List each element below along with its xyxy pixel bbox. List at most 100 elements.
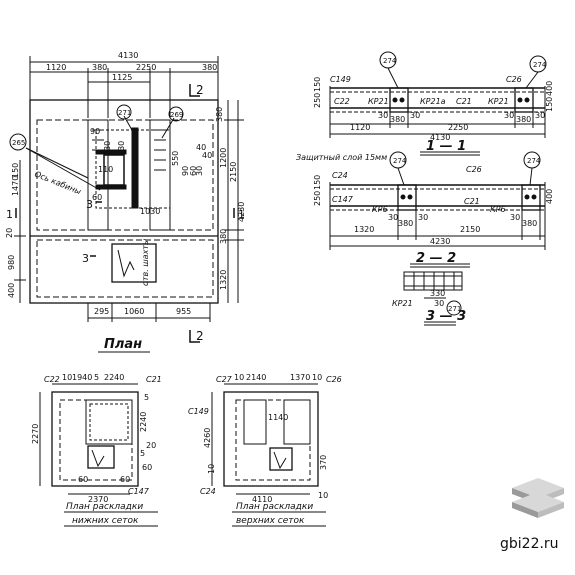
dim-top-3: 2250 (136, 63, 156, 72)
s22-protect-note: Защитный слой 15мм (296, 153, 387, 162)
s11-dim-1120: 1120 (350, 123, 370, 132)
upper-dim-1: 10 (234, 373, 244, 382)
s11-label-c149: С149 (330, 75, 351, 84)
upper-label-c27: С27 (216, 375, 233, 384)
dim-inner-12: 130 (117, 141, 126, 156)
circle-271-label: 271 (118, 109, 131, 117)
lower-plan-title: План раскладки (66, 502, 143, 512)
dim-inner-1: 90 (90, 127, 100, 136)
lower-label-c21: С21 (146, 375, 162, 384)
s33-label-kp21: КР21 (392, 299, 413, 308)
s11-circle-274-b: 274 (533, 61, 547, 69)
s11-dim-30a: 30 (378, 111, 388, 120)
section-1-1-title: 1 — 1 (426, 139, 466, 154)
upper-plan-title: План раскладки (236, 502, 313, 512)
upper-mesh-plan (211, 383, 326, 527)
s22-left-150: 150 (313, 175, 322, 190)
dim-inner-9: 90 (181, 166, 190, 176)
s22-dim-380b: 380 (522, 219, 537, 228)
circle-265-label: 265 (12, 139, 25, 147)
s11-label-c21: С21 (456, 97, 472, 106)
dim-inner-8: 40 (202, 151, 212, 160)
section-3-3-text: КР21 330 30 271 3 — 3 (392, 289, 466, 324)
s22-dim-2150: 2150 (460, 225, 480, 234)
s11-dim-400: 400 (545, 81, 554, 96)
lower-dim-1: 10 (62, 373, 72, 382)
axis-label: Ось кабины (33, 170, 82, 197)
s22-dim-total: 4230 (430, 237, 450, 246)
s22-circle-274-b: 274 (527, 157, 541, 165)
upper-dim-9: 370 (319, 455, 328, 470)
dim-inner-2: 130 (103, 141, 112, 156)
s22-label-c21: С21 (464, 197, 480, 206)
upper-dim-3: 1370 (290, 373, 310, 382)
section-2-2 (329, 151, 546, 268)
s11-label-kp21b: КР21 (488, 97, 509, 106)
section-mark-3-high: 3 (86, 198, 93, 211)
dim-right-1: 380 (215, 107, 224, 122)
lower-dim-13: 20 (146, 441, 156, 450)
dim-inner-11: 30 (195, 166, 204, 176)
dim-bottom-2: 1060 (124, 307, 144, 316)
s22-dim-30c: 30 (510, 213, 520, 222)
dim-left-4: 980 (7, 255, 16, 270)
upper-dim-10: 10 (318, 491, 328, 500)
s11-left-250: 250 (313, 93, 322, 108)
dim-left-2: 150 (11, 163, 20, 178)
lower-label-c147: С147 (128, 487, 150, 496)
s11-dim-total: 4130 (430, 133, 450, 142)
dim-inner-6: 550 (171, 151, 180, 166)
s11-label-kp21a: КР21а (420, 97, 446, 106)
dim-top-total: 4130 (118, 51, 138, 60)
upper-dim-5: 1140 (268, 413, 288, 422)
plan-title: План (104, 337, 142, 352)
section-2-2-title: 2 — 2 (416, 251, 456, 266)
lower-dim-2: 1940 (72, 373, 92, 382)
upper-dim-4: 10 (312, 373, 322, 382)
section-3-3-title: 3 — 3 (426, 309, 466, 324)
dim-right-5: 380 (219, 229, 228, 244)
s33-dim-30: 30 (434, 299, 444, 308)
upper-dim-7: 4110 (252, 495, 272, 504)
lower-label-c22: С22 (44, 375, 60, 384)
lower-plan-subtitle: нижних сеток (72, 516, 139, 526)
s22-label-c24: С24 (332, 171, 348, 180)
dim-top-1: 1120 (46, 63, 66, 72)
section-1-1-text: С149 С26 С22 КР21 КР21а С21 КР21 274 274… (313, 57, 554, 154)
dim-top-2: 380 (92, 63, 107, 72)
upper-label-c24: С24 (200, 487, 216, 496)
lower-dim-8: 5 (140, 449, 145, 458)
section-mark-1-right: 1 (238, 208, 245, 221)
dim-top-4: 380 (202, 63, 217, 72)
s22-label-c26: С26 (466, 165, 482, 174)
stacked-slabs-logo-icon (512, 478, 564, 518)
main-plan (9, 56, 244, 353)
s11-dim-380b: 380 (516, 115, 531, 124)
section-mark-2-bottom: 2 (196, 329, 204, 343)
s11-dim-2250: 2250 (448, 123, 468, 132)
lower-dim-3: 5 (94, 373, 99, 382)
section-2-2-text: Защитный слой 15мм С24 С26 С147 КР6 С21 … (296, 153, 554, 266)
upper-label-c149: С149 (188, 407, 209, 416)
dim-right-3: 2150 (229, 162, 238, 182)
upper-mesh-text: С27 С26 С149 С24 10 2140 1370 10 1140 42… (188, 373, 342, 526)
dim-bottom-3: 955 (176, 307, 191, 316)
s22-circle-274-a: 274 (393, 157, 407, 165)
s33-circle-271: 271 (448, 305, 461, 313)
main-plan-text: 4130 1120 380 2250 380 1125 380 1200 215… (5, 51, 246, 352)
dim-right-6: 1320 (219, 270, 228, 290)
s11-dim-150: 150 (545, 97, 554, 112)
section-mark-1-left: 1 (6, 208, 13, 221)
s33-dim-330: 330 (430, 289, 445, 298)
lower-dim-10: 60 (120, 475, 130, 484)
dim-bottom-1: 295 (94, 307, 109, 316)
dim-inner-5: 1030 (140, 207, 160, 216)
lower-dim-12: 60 (142, 463, 152, 472)
upper-dim-2: 2140 (246, 373, 266, 382)
dim-inner-4: 60 (92, 193, 102, 202)
s22-label-c147: С147 (332, 195, 354, 204)
lower-dim-9: 60 (78, 475, 88, 484)
s22-dim-1320: 1320 (354, 225, 374, 234)
s11-dim-30c: 30 (504, 111, 514, 120)
